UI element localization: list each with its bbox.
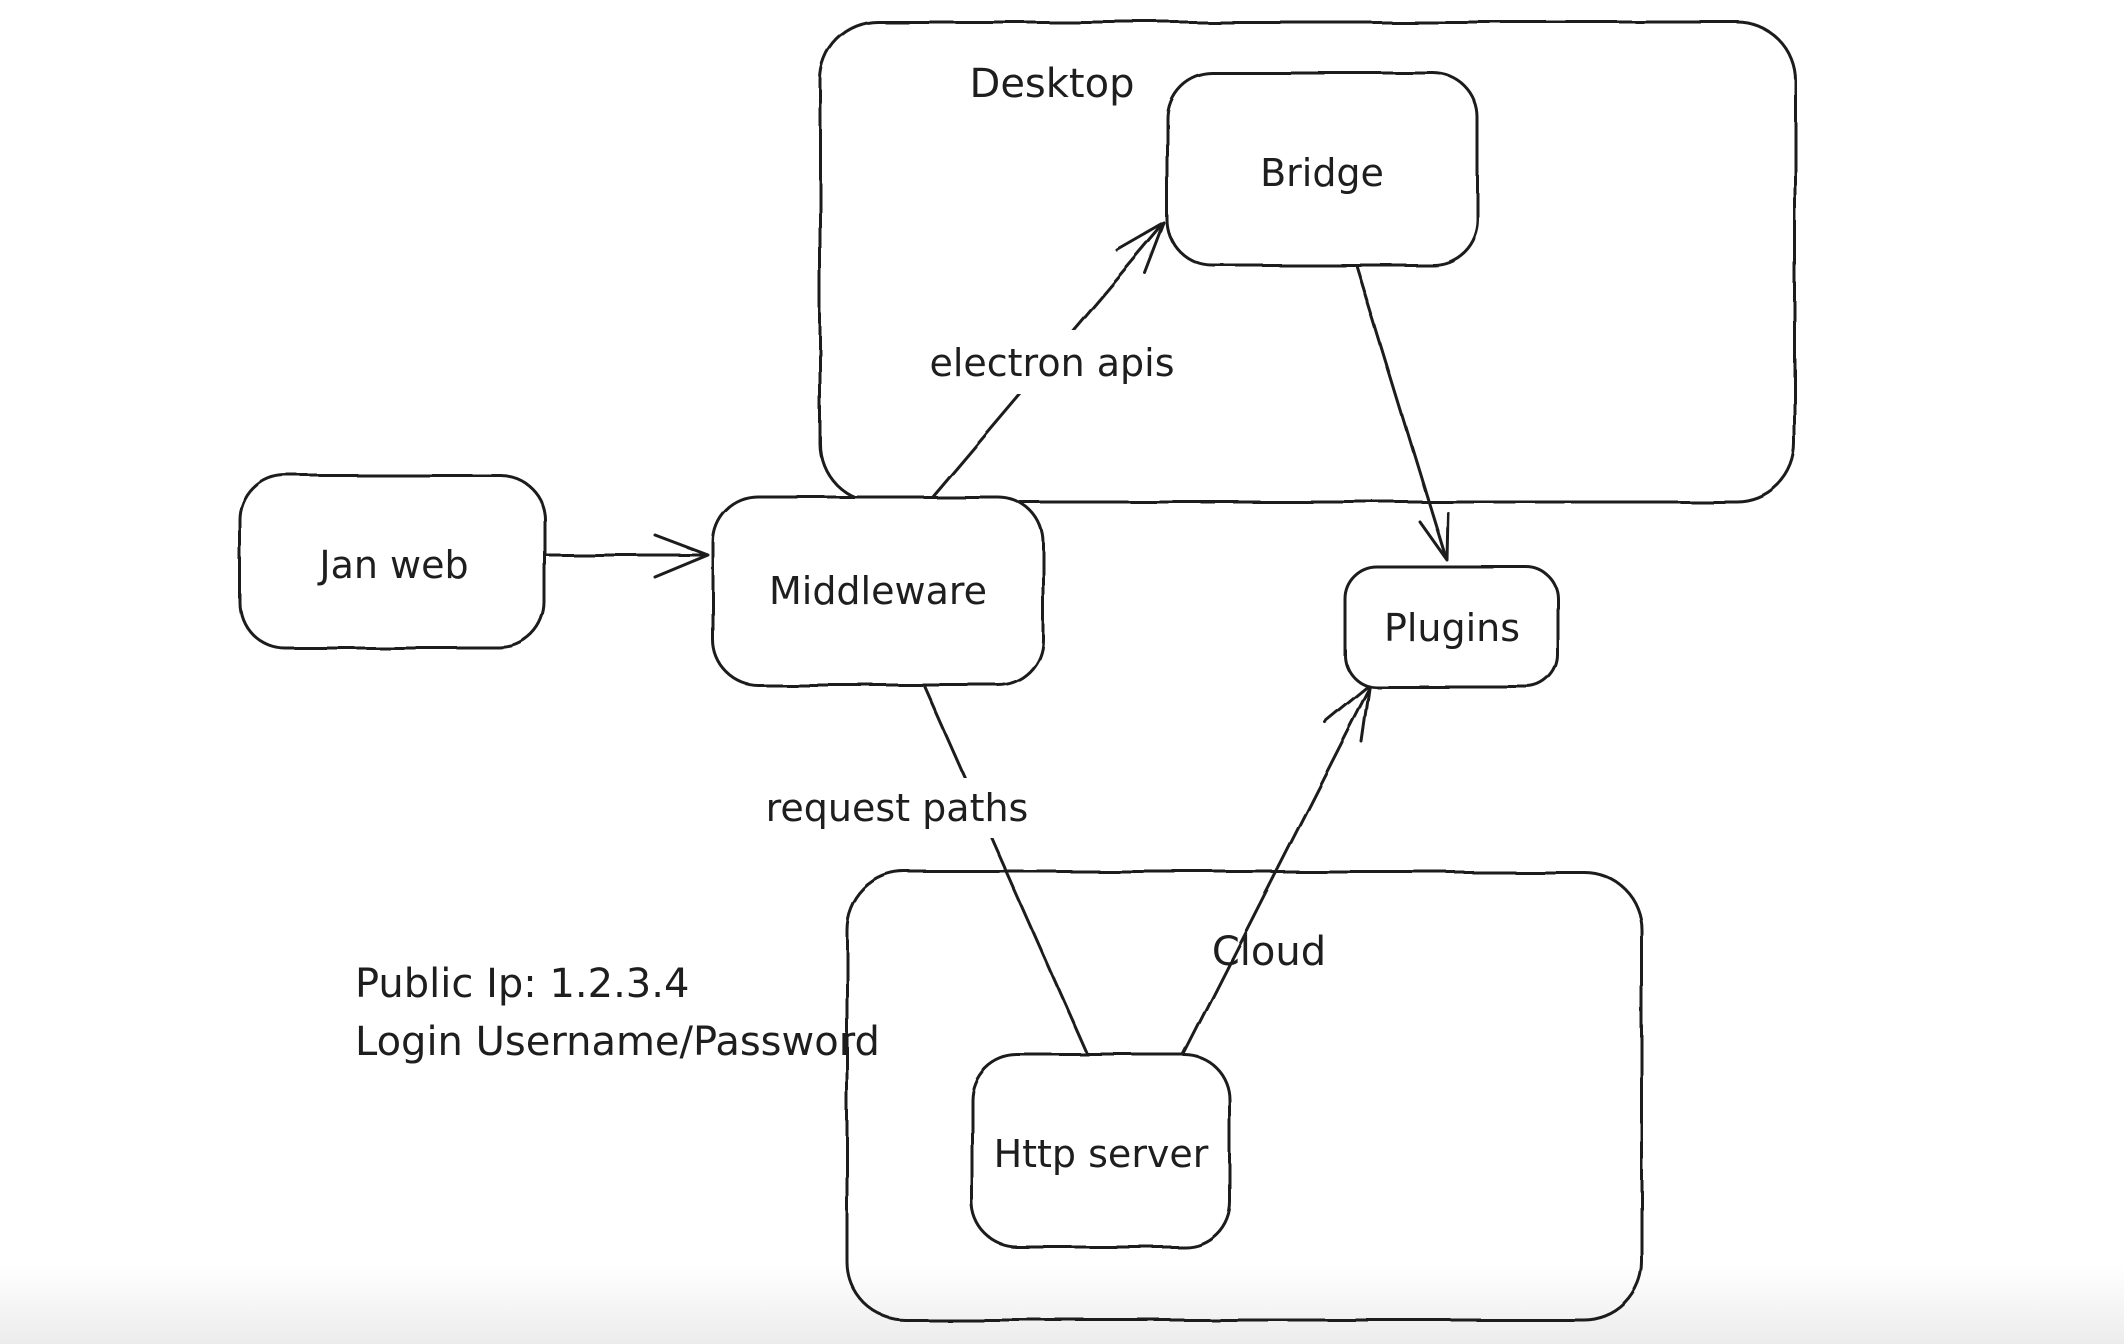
cloud-container[interactable] <box>845 870 1644 1322</box>
arrowhead[interactable] <box>1115 221 1166 275</box>
node-bridge[interactable] <box>1165 71 1480 267</box>
edge-label-request-paths[interactable]: request paths <box>766 786 1029 830</box>
middleware-label[interactable]: Middleware <box>769 569 987 613</box>
text-layer: Desktop Cloud Jan web Middleware Bridge … <box>317 61 1520 1176</box>
edge-bridge-plugins[interactable] <box>1355 265 1450 562</box>
edge-label-backdrop <box>745 778 1050 838</box>
edge-label-backdrop <box>912 330 1192 394</box>
edge-line[interactable] <box>1355 265 1448 560</box>
edge-label-electron-apis[interactable]: electron apis <box>929 341 1174 385</box>
arrowhead[interactable] <box>653 533 710 579</box>
node-plugins[interactable] <box>1343 565 1560 689</box>
desktop-container[interactable] <box>818 20 1797 504</box>
canvas-bottom-fade <box>0 1265 2124 1344</box>
http-server-label[interactable]: Http server <box>994 1132 1209 1176</box>
edge-janweb-middleware[interactable] <box>543 533 710 579</box>
node-http-server[interactable] <box>970 1053 1232 1249</box>
desktop-container-label[interactable]: Desktop <box>970 61 1135 107</box>
edge-line[interactable] <box>1181 685 1372 1057</box>
node-middleware[interactable] <box>711 495 1045 687</box>
arrowhead[interactable] <box>1418 511 1450 562</box>
node-jan-web[interactable] <box>238 473 547 650</box>
sketch-layer <box>238 20 1797 1322</box>
annotation-login[interactable]: Login Username/Password <box>355 1019 880 1065</box>
edge-middleware-httpserver[interactable] <box>923 685 1090 1057</box>
bridge-label[interactable]: Bridge <box>1260 151 1384 195</box>
cloud-container-label[interactable]: Cloud <box>1212 929 1326 975</box>
edge-line[interactable] <box>923 685 1090 1057</box>
jan-web-label[interactable]: Jan web <box>317 543 468 587</box>
plugins-label[interactable]: Plugins <box>1384 606 1520 650</box>
annotation-public-ip[interactable]: Public Ip: 1.2.3.4 <box>355 961 689 1007</box>
